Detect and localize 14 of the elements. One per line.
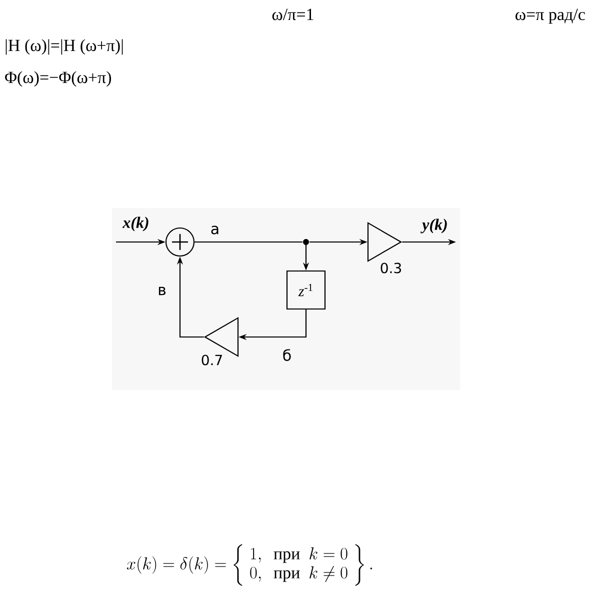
formula-text: Φ(ω)=−Φ(ω+π): [5, 71, 112, 87]
formula-text: |H (ω)|=|H (ω+π)|: [6, 39, 123, 55]
gain-value: 0.7: [202, 354, 222, 366]
edge-label: x(k): [122, 216, 148, 232]
edge-label: y(k): [420, 218, 447, 234]
formula: $x(k)=\delta(k)=\left\{\begin{array}{l}1,\ \ \text{при}\ \ k=0\\ 0,\ \ \text{при}\ \ k\neq 0\end{array}\right\}.$: [126, 544, 372, 586]
delay-box: z$^{-1}$: [286, 270, 326, 310]
summing-circle: [165, 227, 195, 257]
formula-text: ω=π рад/с: [516, 8, 585, 24]
formula-text: ω/π=1: [272, 8, 314, 20]
edge-label: в: [158, 286, 166, 296]
edge-label: б: [283, 349, 291, 361]
edge-label: а: [211, 226, 218, 234]
gain-value: 0.3: [380, 262, 402, 274]
